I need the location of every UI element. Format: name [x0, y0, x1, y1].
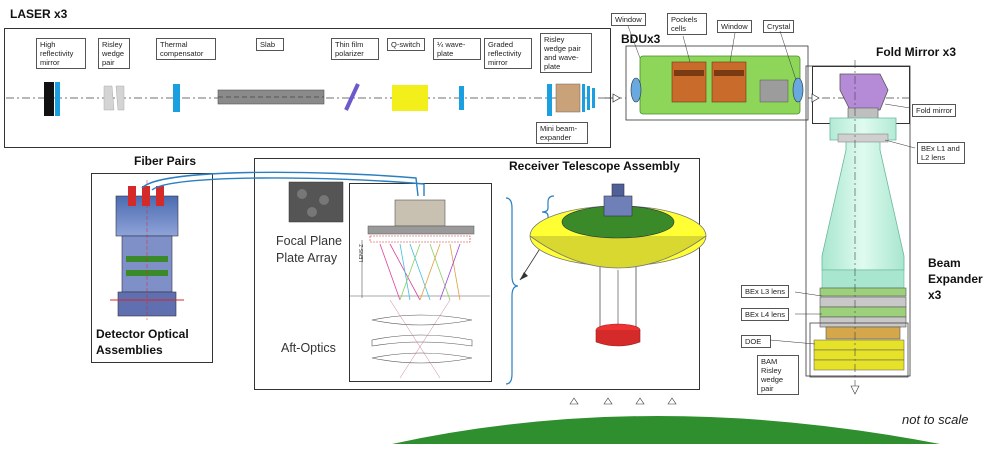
- beam-triangle-1: [569, 397, 579, 405]
- fiber-pair-line-1: [141, 171, 419, 197]
- beam-triangle-3: [635, 397, 645, 405]
- focal-plane-label-1: Focal Plane: [276, 234, 343, 248]
- beam-expander-assembly: [769, 60, 916, 395]
- bdu-label-window-left: Window: [611, 13, 646, 26]
- fold-mirror-label: Fold mirror: [912, 104, 957, 117]
- detector-title-1: Detector Optical: [96, 327, 189, 341]
- thermal-compensator: [173, 84, 180, 112]
- fold-mirror-title: Fold Mirror x3: [876, 45, 957, 59]
- detector-title-2: Assemblies: [96, 343, 163, 357]
- fiber-pairs-title: Fiber Pairs: [134, 154, 197, 168]
- focal-plane-label-2: Plate Array: [276, 251, 338, 265]
- receiver-brace-large: [505, 197, 519, 385]
- bex-l1-l2-label: BEx L1 and L2 lens: [917, 142, 965, 164]
- laser-label-risley-wedge-wave-plate: Risley wedge pair and wave-plate: [540, 33, 592, 73]
- beam-triangle-2: [603, 397, 613, 405]
- doe-label: DOE: [741, 335, 771, 348]
- receiver-telescope: [529, 183, 707, 347]
- bdu-label-pockels-cells: Pockels cells: [667, 13, 707, 35]
- fiber-pair-line-2: [151, 177, 425, 196]
- laser-label-q-switch: Q-switch: [387, 38, 425, 51]
- detector-panel: [91, 173, 213, 363]
- arrow-laser-to-bdu: [612, 93, 621, 103]
- arrow-bdu-to-fold: [811, 93, 820, 103]
- bdu-assembly: [625, 25, 809, 121]
- bdu-label-window-right: Window: [717, 20, 752, 33]
- laser-label-high-reflectivity-mirror: High reflectivity mirror: [36, 38, 86, 69]
- thin-film-polarizer: [344, 83, 360, 111]
- laser-label-graded-reflectivity-mirror: Graded reflectivity mirror: [484, 38, 532, 69]
- laser-label-thermal-compensator: Thermal compensator: [156, 38, 216, 60]
- bdu-title: BDUx3: [621, 32, 661, 46]
- laser-label-slab: Slab: [256, 38, 284, 51]
- aft-optics-label: Aft-Optics: [281, 341, 336, 355]
- receiver-panel: [254, 158, 700, 390]
- beam-expander-title-3: x3: [928, 288, 942, 302]
- bex-l3-label: BEx L3 lens: [741, 285, 790, 298]
- ground-earth: [392, 416, 940, 444]
- laser-label-mini-beam-expander: Mini beam-expander: [536, 122, 588, 144]
- beam-triangle-4: [667, 397, 677, 405]
- detector-assembly: [110, 180, 184, 320]
- risley-wedge-wave-plate: [555, 83, 581, 113]
- laser-label-quarter-wave-plate: ¼ wave-plate: [433, 38, 481, 60]
- q-switch-crystal: [392, 85, 428, 111]
- beam-expander-title-2: Expander: [928, 272, 983, 286]
- receiver-title: Receiver Telescope Assembly: [509, 159, 680, 173]
- laser-label-risley-wedge-pair: Risley wedge pair: [98, 38, 130, 69]
- high-reflectivity-mirror: [44, 82, 54, 116]
- focal-plane-detail: [288, 181, 490, 379]
- beam-expander-title-1: Beam: [928, 256, 961, 270]
- laser-label-thin-film-polarizer: Thin film polarizer: [331, 38, 379, 60]
- laser-title: LASER x3: [10, 7, 68, 21]
- not-to-scale-label: not to scale: [902, 412, 969, 427]
- high-reflectivity-mirror-coating: [55, 82, 60, 116]
- beam-exit-arrow: [850, 385, 860, 395]
- risley-wedge-2: [115, 85, 125, 111]
- bex-l4-label: BEx L4 lens: [741, 308, 790, 321]
- bam-risley-label: BAM Risley wedge pair: [757, 355, 799, 395]
- graded-reflectivity-mirror: [547, 84, 552, 116]
- bdu-label-crystal: Crystal: [763, 20, 795, 33]
- quarter-wave-plate: [459, 86, 464, 110]
- risley-wedge-1: [103, 85, 115, 111]
